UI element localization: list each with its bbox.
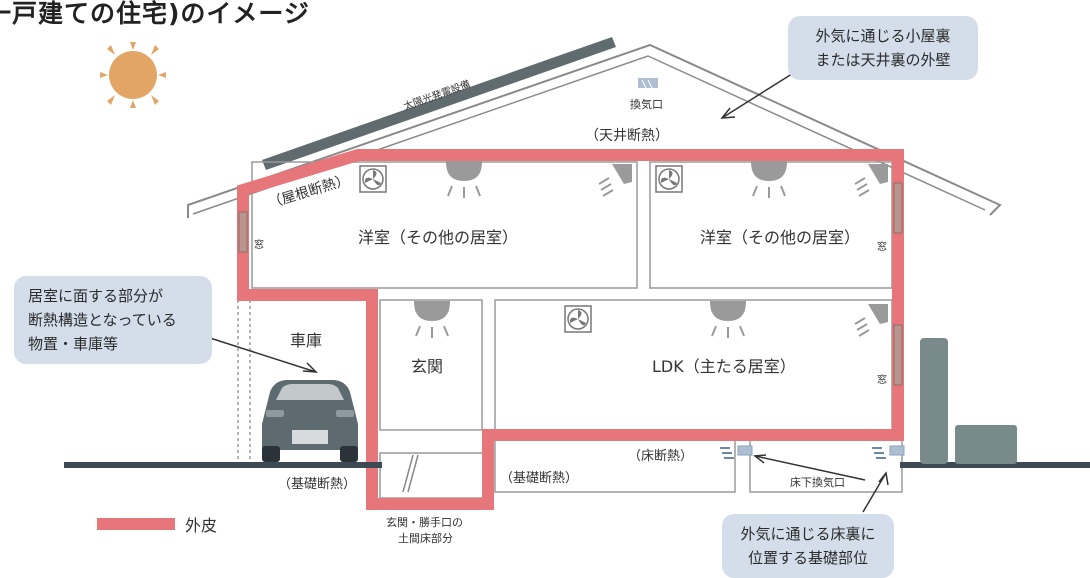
fan-icon [655, 165, 683, 193]
callout-attic-line-2: または天井裏の外壁 [815, 51, 951, 69]
pointer-arrows [209, 71, 889, 513]
roof-outline [187, 43, 1002, 218]
ceiling-insulation-label: （天井断熱） [585, 128, 669, 144]
legend-swatch [97, 518, 175, 530]
callout-under-floor: 外気に通じる床裏に 位置する基礎部位 [722, 514, 894, 578]
callout-garage-storage: 居室に面する部分が 断熱構造となっている 物置・車庫等 [14, 276, 212, 364]
legend: 外皮 [97, 512, 217, 536]
outdoor-unit [955, 425, 1017, 464]
attic-vent-label: 換気口 [630, 97, 663, 111]
attic-vent-icon [638, 78, 658, 89]
air-vent-icon [854, 164, 888, 197]
ceiling-light-icon [750, 161, 788, 198]
car-icon [262, 380, 358, 462]
sun-icon [100, 42, 166, 108]
window-left-icon [238, 211, 248, 253]
ceiling-light-icon [709, 301, 747, 338]
callout-underfloor-line-2: 位置する基礎部位 [747, 549, 868, 567]
ceiling-light-icon [445, 161, 483, 198]
callout-attic-wall: 外気に通じる小屋裏 または天井裏の外壁 [788, 16, 978, 80]
window-left-label: 窓 [254, 238, 264, 251]
callout-garage-line-3: 物置・車庫等 [28, 335, 119, 353]
window-right-label: 窓 [877, 240, 887, 253]
solar-panel [262, 37, 616, 170]
callout-underfloor-line-1: 外気に通じる床裏に [740, 525, 876, 543]
garage-label: 車庫 [290, 331, 322, 350]
outdoor-tank [920, 338, 948, 464]
entrance-floor-label-1: 玄関・勝手口の [386, 515, 463, 529]
underfloor-vent-icon [872, 445, 905, 459]
room-left-label: 洋室（その他の居室） [358, 228, 518, 247]
foundation-insulation-left-label: （基礎断熱） [278, 477, 356, 492]
callout-attic-line-1: 外気に通じる小屋裏 [815, 27, 951, 45]
underfloor-vent-icon [720, 445, 753, 459]
ground-line-left [64, 462, 382, 468]
ceiling-light-icon [413, 301, 451, 338]
air-vent-icon [854, 304, 888, 337]
window-ldk-label: 窓 [877, 373, 887, 386]
legend-label: 外皮 [185, 516, 218, 535]
window-ldk-icon [893, 324, 903, 386]
room-right-label: 洋室（その他の居室） [700, 228, 860, 247]
foundation-insulation-mid-label: （基礎断熱） [500, 471, 578, 486]
entrance-label: 玄関 [411, 357, 443, 376]
ground-line-right [900, 462, 1090, 468]
ldk-label: LDK（主たる居室） [652, 357, 796, 376]
callout-garage-line-1: 居室に面する部分が [28, 287, 164, 305]
underfloor-vent-label: 床下換気口 [790, 475, 845, 489]
callout-garage-line-2: 断熱構造となっている [28, 311, 177, 329]
entrance-floor-label-2: 土間床部分 [398, 531, 453, 545]
fan-icon [359, 165, 387, 193]
fan-icon [564, 305, 592, 333]
air-vent-icon [598, 164, 632, 197]
entrance-floor-marks [402, 454, 419, 493]
floor-insulation-label: （床断熱） [628, 449, 693, 464]
page-title: 一戸建ての住宅)のイメージ [0, 0, 310, 28]
envelope-line [237, 149, 904, 510]
window-right-icon [893, 182, 903, 234]
